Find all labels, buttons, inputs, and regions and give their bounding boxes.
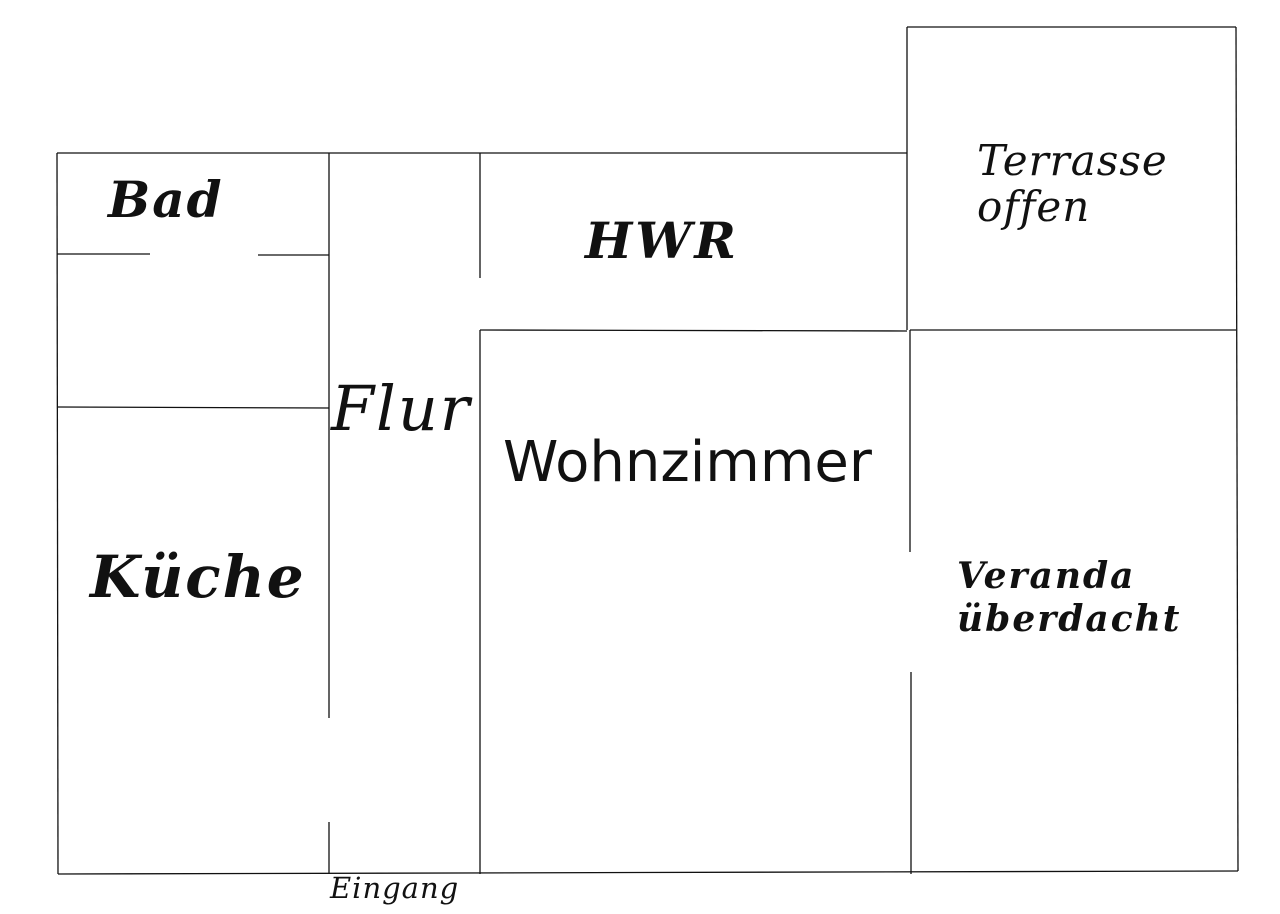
room-label-bad: Bad bbox=[108, 170, 224, 229]
room-label-flur: Flur bbox=[331, 372, 472, 445]
terrasse-line-1: Terrasse bbox=[977, 136, 1168, 185]
wall-right bbox=[1235, 26, 1239, 872]
veranda-line-2: überdacht bbox=[957, 598, 1182, 641]
veranda-line-1: Veranda bbox=[957, 555, 1136, 597]
wall-kueche-top bbox=[57, 406, 330, 409]
wall-hwr-bottom bbox=[479, 329, 908, 332]
terrasse-line-2: offen bbox=[977, 182, 1091, 232]
wall-bottom bbox=[57, 870, 1239, 875]
room-label-veranda: Veranda überdacht bbox=[957, 555, 1181, 641]
room-label-kueche: Küche bbox=[90, 543, 306, 611]
room-label-wohnzimmer: Wohnzimmer bbox=[503, 430, 872, 495]
wall-left bbox=[56, 152, 59, 875]
room-label-terrasse: Terrasse offen bbox=[977, 136, 1168, 232]
entrance-label: Eingang bbox=[330, 871, 460, 905]
room-label-hwr: HWR bbox=[585, 211, 739, 270]
